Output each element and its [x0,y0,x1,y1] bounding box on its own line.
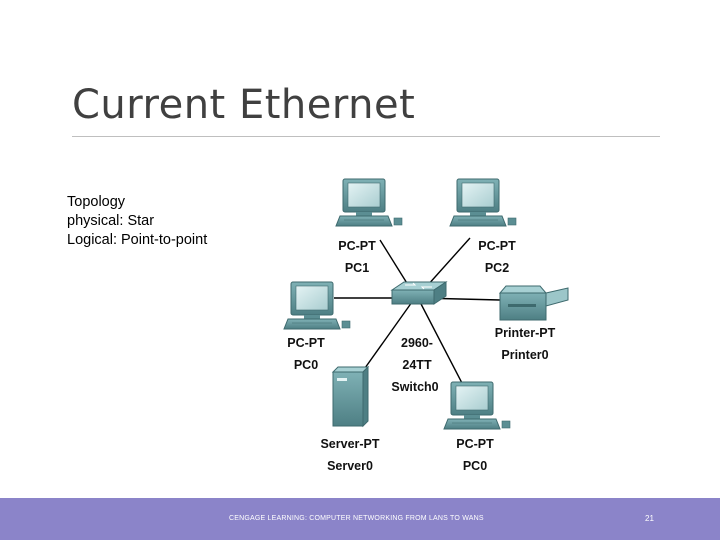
page-number: 21 [645,514,654,523]
pc2-device: PC-PT PC2 [449,178,517,275]
pc1-device: PC-PT PC1 [335,178,403,275]
switch-model-line2: 24TT [402,358,432,372]
topology-text: Topology physical: Star Logical: Point-t… [67,193,207,250]
switch-model-line1: 2960- [401,336,433,350]
pc1-icon [335,178,403,227]
network-topology-diagram: PC-PT PC1 PC-PT PC2 PC-PT PC0 2960- 24TT… [283,178,569,473]
pc0-left-device: PC-PT PC0 [283,281,351,372]
pc0-left-type-label: PC-PT [287,336,325,350]
text-line-physical: physical: Star [67,213,155,229]
printer0-device: Printer-PT Printer0 [495,285,569,362]
slide-title: Current Ethernet [72,82,416,128]
printer-name-label: Printer0 [501,348,548,362]
printer-type-label: Printer-PT [495,326,556,340]
pc0-bottom-device: PC-PT PC0 [443,381,511,473]
server0-device: Server-PT Server0 [320,365,380,473]
switch-name-label: Switch0 [391,380,438,394]
pc2-name-label: PC2 [485,261,509,275]
pc2-icon [449,178,517,227]
footer-text: CENGAGE LEARNING: COMPUTER NETWORKING FR… [229,515,484,522]
switch-icon [390,281,448,305]
pc0-bottom-name-label: PC0 [463,459,487,473]
pc0-left-name-label: PC0 [294,358,318,372]
server-type-label: Server-PT [320,437,379,451]
text-line-topology: Topology [67,194,126,210]
server-icon [331,365,370,428]
pc1-type-label: PC-PT [338,239,376,253]
link-switch-pc0-bottom [419,301,464,386]
footer-bar: CENGAGE LEARNING: COMPUTER NETWORKING FR… [0,498,720,540]
pc0-left-icon [283,281,351,330]
pc1-name-label: PC1 [345,261,369,275]
server-name-label: Server0 [327,459,373,473]
pc0-bottom-icon [443,381,511,430]
link-switch-server [359,301,413,376]
printer-icon [498,285,569,321]
pc2-type-label: PC-PT [478,239,516,253]
text-line-logical: Logical: Point-to-point [67,232,208,248]
pc0-bottom-type-label: PC-PT [456,437,494,451]
title-underline [72,136,660,137]
switch0-device: 2960- 24TT Switch0 [390,281,448,394]
